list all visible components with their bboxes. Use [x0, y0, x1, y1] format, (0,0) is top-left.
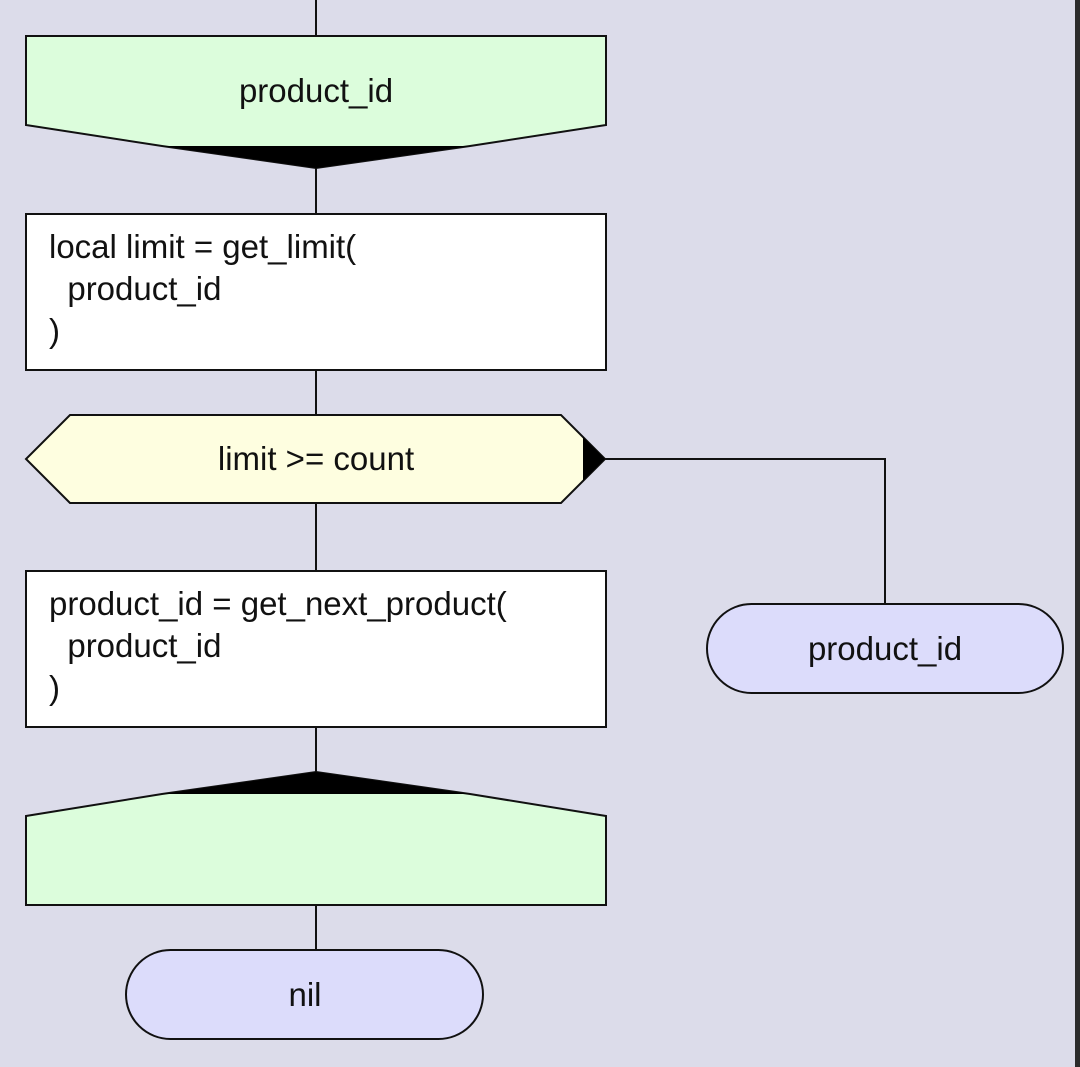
loop-end-marker-icon	[162, 772, 470, 794]
condition-yes-marker-icon	[583, 437, 605, 481]
action-get-limit-line-2: product_id	[49, 270, 221, 307]
action-next-product-node[interactable]: product_id = get_next_product( product_i…	[25, 570, 607, 728]
return-nil-node[interactable]: nil	[125, 949, 484, 1040]
connector-condition-yes-branch	[605, 458, 886, 604]
return-product-id-node[interactable]: product_id	[706, 603, 1064, 694]
loop-begin-marker-icon	[162, 146, 470, 168]
return-product-id-shape	[706, 603, 1064, 694]
return-nil-label: nil	[288, 976, 321, 1013]
return-nil-shape	[125, 949, 484, 1040]
action-get-limit-line-3: )	[49, 312, 60, 349]
return-product-id-label: product_id	[808, 630, 962, 667]
action-next-product-line-2: product_id	[49, 627, 221, 664]
condition-shape	[24, 414, 607, 504]
loop-end-node[interactable]	[25, 770, 607, 906]
condition-label: limit >= count	[218, 440, 414, 477]
window-right-border	[1075, 0, 1080, 1067]
action-next-product-line-1: product_id = get_next_product(	[49, 585, 507, 622]
loop-begin-label: product_id	[239, 72, 393, 109]
action-get-limit-node[interactable]: local limit = get_limit( product_id )	[25, 213, 607, 371]
action-get-limit-line-1: local limit = get_limit(	[49, 228, 356, 265]
loop-begin-node[interactable]: product_id	[25, 35, 607, 170]
action-get-limit-shape	[25, 213, 607, 371]
loop-end-shape	[25, 770, 607, 906]
action-next-product-shape	[25, 570, 607, 728]
condition-node[interactable]: limit >= count	[24, 414, 607, 504]
action-next-product-line-3: )	[49, 669, 60, 706]
